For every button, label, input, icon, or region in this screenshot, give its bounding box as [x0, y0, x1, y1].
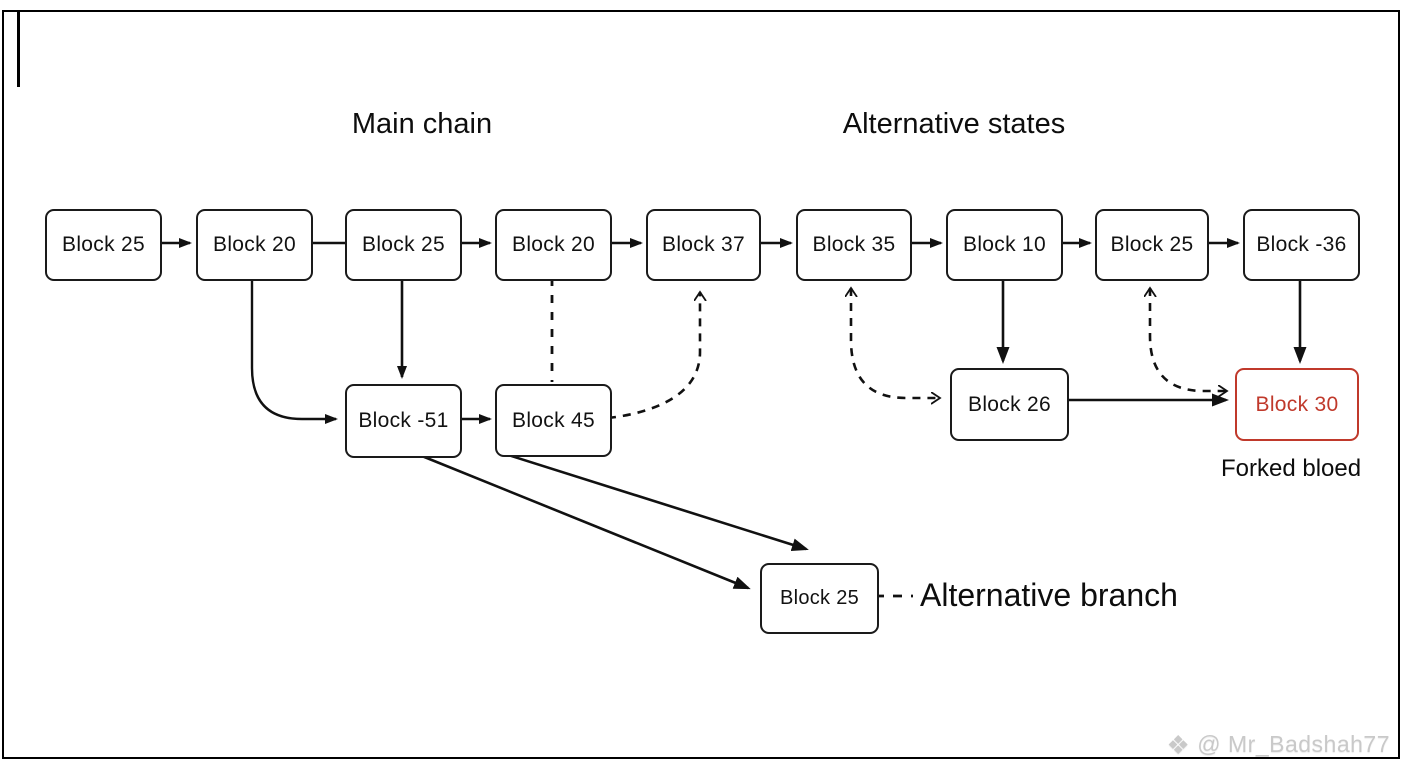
- forked-block-caption: Forked bloed: [1221, 455, 1362, 482]
- block-alt-1: Block 35: [796, 209, 912, 281]
- block-alt-4: Block -36: [1243, 209, 1360, 281]
- block-alt-2: Block 10: [946, 209, 1063, 281]
- arrow-block20-to-block51: [250, 278, 338, 424]
- block-main-3: Block 25: [345, 209, 462, 281]
- alternative-branch-caption: Alternative branch: [920, 577, 1178, 613]
- alternative-states-title: Alternative states: [842, 108, 1066, 140]
- dashed-arrow-block35-block26: [851, 288, 940, 398]
- block-main-5: Block 37: [646, 209, 761, 281]
- block-26: Block 26: [950, 368, 1069, 441]
- block-main-1: Block 25: [45, 209, 162, 281]
- block-minus-51: Block -51: [345, 384, 462, 458]
- block-alt-3: Block 25: [1095, 209, 1209, 281]
- branch-block-25: Block 25: [760, 563, 879, 634]
- diamond-icon: ❖: [1166, 729, 1191, 760]
- outer-frame: [2, 10, 1400, 759]
- block-main-2: Block 20: [196, 209, 313, 281]
- frame-artifact-line: [17, 11, 20, 87]
- block-main-4: Block 20: [495, 209, 612, 281]
- watermark: ❖ @ Mr_Badshah77: [1166, 731, 1390, 758]
- watermark-handle: @ Mr_Badshah77: [1197, 731, 1390, 757]
- forked-block-30: Block 30: [1235, 368, 1359, 441]
- arrow-block45-to-branch-block: [504, 452, 809, 551]
- dashed-arrow-block45-to-block37: [607, 292, 700, 420]
- block-45: Block 45: [495, 384, 612, 457]
- dashed-arrow-block25-block30: [1150, 288, 1227, 391]
- main-chain-title: Main chain: [351, 108, 493, 140]
- arrow-block51-to-branch-block: [411, 450, 751, 590]
